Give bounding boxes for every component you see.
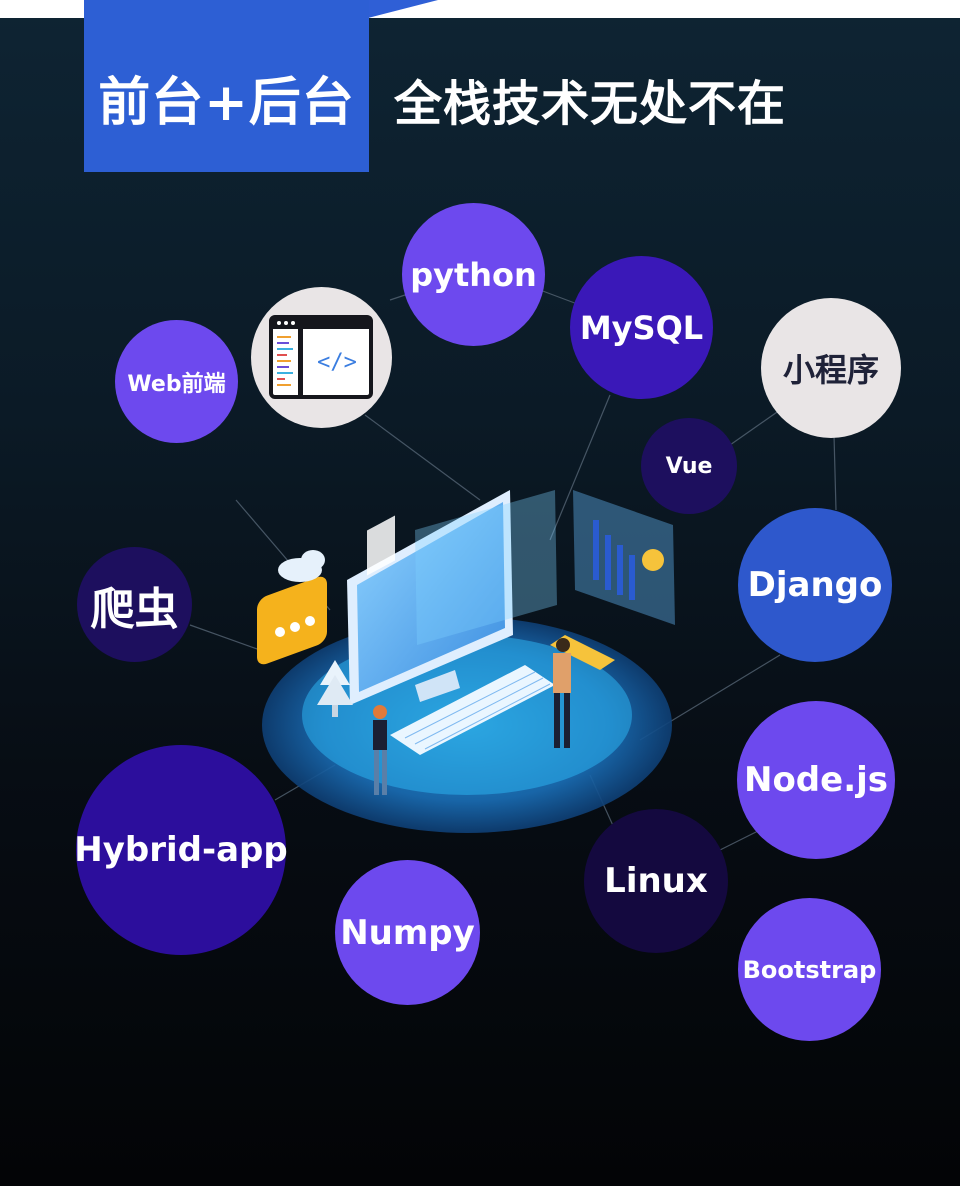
node-hybrid-app-label: Hybrid-app [74, 830, 288, 870]
code-editor-node: </> [251, 287, 392, 428]
node-django: Django [738, 508, 892, 662]
node-crawler: 爬虫 [77, 547, 192, 662]
top-accent [368, 0, 438, 18]
node-vue: Vue [641, 418, 737, 514]
header-badge: 前台+后台 [84, 0, 369, 172]
node-numpy: Numpy [335, 860, 480, 1005]
node-bootstrap-label: Bootstrap [742, 955, 877, 984]
node-web-frontend: Web前端 [115, 320, 238, 443]
monitor-icon [347, 490, 513, 705]
node-python-label: python [410, 255, 537, 294]
cloud-icon [278, 550, 325, 582]
node-python: python [402, 203, 545, 346]
header-badge-text: 前台+后台 [98, 72, 355, 133]
code-editor-icon: </> [269, 315, 373, 399]
bar-chart-icon [573, 490, 675, 625]
person-icon [553, 638, 571, 748]
node-hybrid-app: Hybrid-app [74, 745, 288, 955]
node-miniprogram-label: 小程序 [782, 351, 879, 389]
node-django-label: Django [747, 565, 883, 605]
node-mysql: MySQL [570, 256, 713, 399]
node-numpy-label: Numpy [340, 912, 475, 953]
node-vue-label: Vue [665, 453, 713, 479]
node-nodejs-label: Node.js [743, 760, 889, 800]
node-linux: Linux [584, 809, 728, 953]
headline: 全栈技术无处不在 [394, 76, 787, 132]
node-miniprogram: 小程序 [761, 298, 901, 438]
node-crawler-label: 爬虫 [90, 583, 179, 635]
node-mysql-label: MySQL [579, 308, 704, 347]
node-bootstrap: Bootstrap [738, 898, 881, 1041]
node-nodejs: Node.js [737, 701, 895, 859]
fullstack-illustration [257, 490, 675, 833]
node-web-frontend-label: Web前端 [127, 371, 226, 397]
chat-bubble-icon [257, 576, 327, 665]
node-linux-label: Linux [604, 861, 708, 901]
svg-text:</>: </> [317, 350, 357, 375]
person-icon [373, 705, 387, 795]
